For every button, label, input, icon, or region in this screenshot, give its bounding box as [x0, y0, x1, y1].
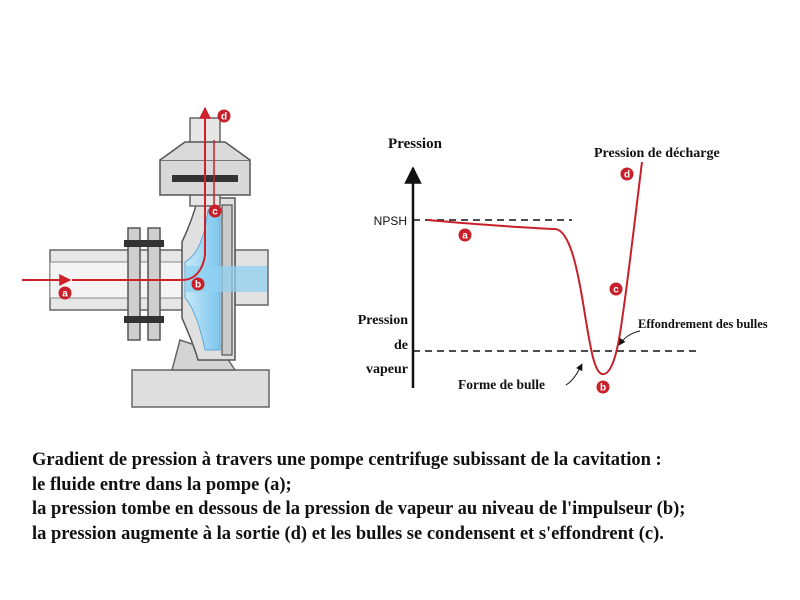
graph-marker-d: d: [620, 167, 634, 181]
collapse-label: Effondrement des bulles: [638, 317, 768, 331]
svg-text:a: a: [62, 289, 68, 300]
caption-line-1: Gradient de pression à travers une pompe…: [32, 450, 662, 470]
pump-diagram: a b c d: [22, 106, 270, 408]
pressure-graph: Pression NPSH Pression de vapeur Pressio…: [358, 136, 768, 394]
discharge-label: Pression de décharge: [594, 146, 720, 161]
vapor-label-line-2: de: [394, 338, 408, 353]
vapor-label-line-3: vapeur: [366, 362, 408, 377]
pump-marker-a: a: [58, 286, 72, 300]
pressure-curve: [427, 161, 643, 376]
caption-line-3: la pression tombe en dessous de la press…: [32, 499, 686, 519]
svg-text:c: c: [613, 285, 619, 296]
flange-bolt: [124, 240, 164, 247]
flange-bolt: [124, 316, 164, 323]
main-flow-arrow: [72, 106, 211, 281]
npsh-label: NPSH: [374, 214, 407, 228]
formation-label: Forme de bulle: [458, 377, 545, 392]
caption-line-2: le fluide entre dans la pompe (a);: [32, 474, 292, 495]
graph-marker-c: c: [609, 282, 623, 296]
svg-text:b: b: [195, 280, 201, 291]
svg-text:c: c: [212, 207, 218, 218]
collapse-pointer: [618, 330, 641, 346]
graph-marker-a: a: [458, 228, 472, 242]
figure-caption: Gradient de pression à travers une pompe…: [32, 448, 792, 546]
caption-line-4: la pression augmente à la sortie (d) et …: [32, 523, 664, 544]
vapor-label-line-1: Pression: [358, 313, 409, 328]
pump-marker-d: d: [217, 109, 231, 123]
svg-text:d: d: [221, 112, 227, 123]
svg-text:b: b: [600, 383, 606, 394]
y-axis-label: Pression: [388, 136, 443, 152]
pump-marker-b: b: [191, 277, 205, 291]
graph-marker-b: b: [596, 380, 610, 394]
pump-marker-c: c: [208, 204, 222, 218]
inlet-flange: [127, 227, 141, 341]
svg-text:d: d: [624, 170, 630, 181]
formation-pointer: [565, 363, 583, 386]
svg-text:a: a: [462, 231, 468, 242]
pump-base: [131, 369, 270, 408]
inlet-flange: [147, 227, 161, 341]
